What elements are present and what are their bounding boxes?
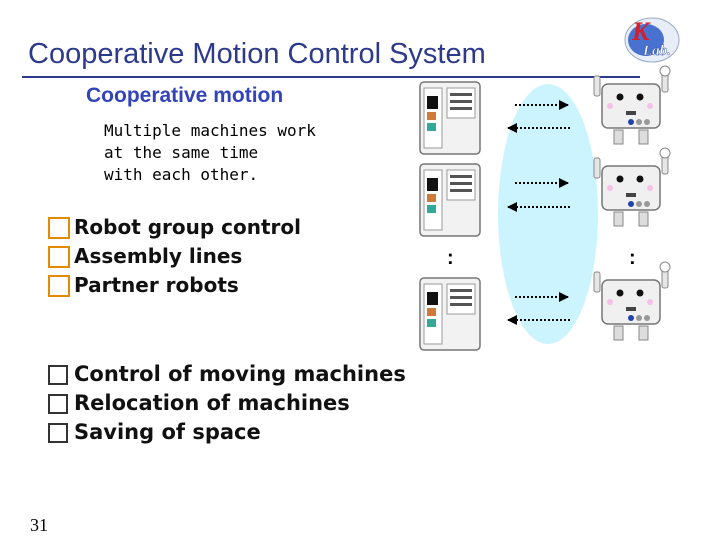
- communication-area: [498, 84, 598, 344]
- bullet-box-icon: [48, 245, 70, 268]
- controller-icon: [419, 163, 481, 237]
- ellipsis-left: :: [447, 247, 454, 269]
- list-item-label: Saving of space: [74, 420, 261, 444]
- list-item-label: Relocation of machines: [74, 391, 350, 415]
- controller-icon: [419, 277, 481, 351]
- controller-icon: [419, 81, 481, 155]
- list-item-label: Control of moving machines: [74, 362, 406, 386]
- list-item-label: Robot group control: [74, 215, 302, 239]
- list-item: Control of moving machines: [48, 360, 406, 389]
- list-item: Assembly lines: [48, 242, 301, 271]
- slide-title: Cooperative Motion Control System: [28, 38, 486, 70]
- list-item-label: Assembly lines: [74, 244, 243, 268]
- description-line: with each other.: [104, 165, 259, 184]
- description-line: at the same time: [104, 143, 259, 162]
- bullet-box-icon: [48, 422, 68, 443]
- benefits-list: Control of moving machines Relocation of…: [48, 360, 406, 447]
- bullet-box-icon: [48, 274, 70, 297]
- title-underline: [22, 76, 640, 78]
- logo-letter-k: K: [631, 17, 651, 46]
- page-number: 31: [30, 515, 48, 535]
- klab-logo: K Lab.: [624, 17, 680, 63]
- description-line: Multiple machines work: [104, 121, 316, 140]
- bullet-box-icon: [48, 216, 70, 239]
- robot-icon: [593, 65, 671, 145]
- robot-icon: [593, 147, 671, 227]
- logo-lab-text: Lab.: [642, 43, 671, 59]
- section-heading: Cooperative motion: [86, 84, 284, 107]
- list-item: Robot group control: [48, 213, 301, 242]
- list-item: Partner robots: [48, 271, 301, 300]
- description-text: Multiple machines work at the same time …: [104, 120, 316, 186]
- bullet-box-icon: [48, 393, 68, 414]
- bullet-box-icon: [48, 364, 68, 385]
- ellipsis-right: :: [629, 247, 636, 269]
- robot-icon: [593, 261, 671, 341]
- list-item: Relocation of machines: [48, 389, 406, 418]
- list-item: Saving of space: [48, 418, 406, 447]
- list-item-label: Partner robots: [74, 273, 239, 297]
- applications-list: Robot group control Assembly lines Partn…: [48, 213, 301, 300]
